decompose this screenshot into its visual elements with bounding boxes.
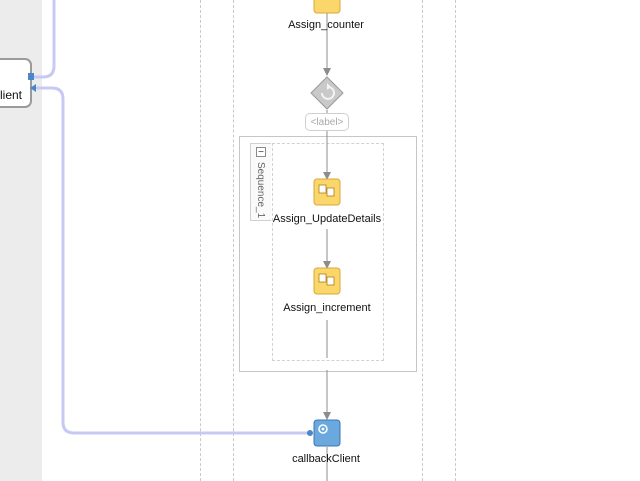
- sequence-tab[interactable]: [250, 143, 271, 221]
- lane-divider: [422, 0, 423, 481]
- lane-divider: [200, 0, 201, 481]
- while-loop-icon[interactable]: [310, 76, 344, 110]
- partner-link-label: lient: [0, 88, 23, 102]
- assign-icon[interactable]: [313, 0, 341, 14]
- lane-divider: [233, 0, 234, 481]
- sequence-collapse-button[interactable]: −: [256, 147, 266, 158]
- callback-client-label: callbackClient: [292, 453, 360, 465]
- assign-icon[interactable]: [313, 267, 341, 295]
- assign-counter-label: Assign_counter: [288, 19, 364, 31]
- link-endpoint-icon: [307, 430, 313, 436]
- partner-link-line: [36, 86, 310, 435]
- while-label-field[interactable]: <label>: [305, 113, 349, 131]
- partner-link-client[interactable]: [0, 58, 32, 108]
- assign-increment-label: Assign_increment: [283, 302, 371, 314]
- assign-icon[interactable]: [313, 178, 341, 206]
- link-arrow-icon: [30, 84, 36, 92]
- invoke-icon[interactable]: [313, 419, 341, 447]
- link-endpoint-icon: [28, 73, 34, 80]
- partner-link-line: [33, 0, 56, 79]
- assign-update-details-label: Assign_UpdateDetails: [272, 213, 382, 225]
- lane-divider: [455, 0, 456, 481]
